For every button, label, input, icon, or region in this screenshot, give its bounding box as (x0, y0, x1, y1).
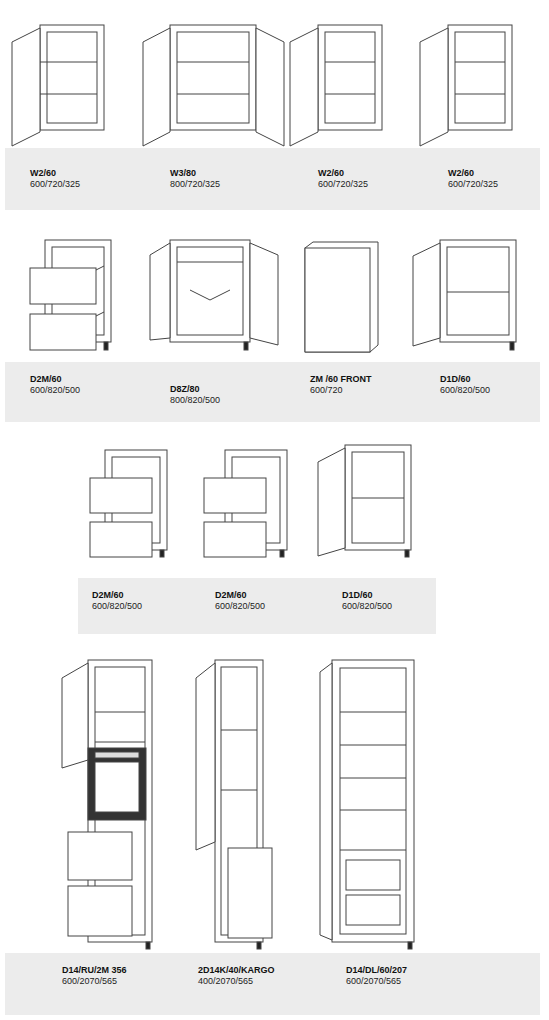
cabinet-code: D1D/60 (440, 374, 471, 385)
sink-cabinet (150, 240, 278, 350)
oven-tall-cabinet (62, 660, 152, 949)
cabinet-dimensions: 600/2070/565 (346, 976, 401, 987)
cabinet-dimensions: 800/720/325 (170, 179, 220, 190)
cabinet-dimensions: 600/720/325 (318, 179, 368, 190)
cabinet-dimensions: 600/820/500 (342, 601, 392, 612)
cabinet-dimensions: 600/820/500 (30, 385, 80, 396)
cabinet-code: D14/DL/60/207 (346, 965, 407, 976)
cabinet-code: D2M/60 (215, 590, 247, 601)
fridge-tall-cabinet (320, 660, 414, 949)
label-band: D2M/60600/820/500D8Z/80800/820/500ZM /60… (5, 362, 540, 422)
front-panel (305, 242, 378, 352)
cabinet-code: 2D14K/40/KARGO (198, 965, 275, 976)
door-cabinet (318, 445, 411, 557)
cabinet-code: D1D/60 (342, 590, 373, 601)
cabinet-dimensions: 600/820/500 (92, 601, 142, 612)
cabinet-dimensions: 600/820/500 (215, 601, 265, 612)
cabinet-code: W2/60 (318, 168, 344, 179)
cabinet-code: W2/60 (448, 168, 474, 179)
cabinet-dimensions: 600/720/325 (448, 179, 498, 190)
cabinet-dimensions: 800/820/500 (170, 395, 220, 406)
cabinet-dimensions: 400/2070/565 (198, 976, 253, 987)
cabinet-code: W3/80 (170, 168, 196, 179)
cabinet-dimensions: 600/820/500 (440, 385, 490, 396)
cabinet-dimensions: 600/720/325 (30, 179, 80, 190)
cabinet-dimensions: 600/720 (310, 385, 343, 396)
drawer-cabinet (204, 450, 287, 557)
label-band: W2/60600/720/325W3/80800/720/325W2/60600… (5, 148, 540, 210)
wall-cabinet (420, 25, 512, 146)
wall-cabinet (143, 25, 284, 146)
cabinet-code: D2M/60 (30, 374, 62, 385)
drawer-cabinet (90, 450, 167, 557)
label-band: D14/RU/2M 356600/2070/5652D14K/40/KARGO4… (5, 953, 540, 1015)
drawer-cabinet (30, 240, 111, 350)
cargo-tall-cabinet (196, 660, 272, 949)
wall-cabinet (12, 25, 104, 146)
cabinet-dimensions: 600/2070/565 (62, 976, 117, 987)
label-band: D2M/60600/820/500D2M/60600/820/500D1D/60… (78, 578, 436, 634)
cabinet-code: D14/RU/2M 356 (62, 965, 127, 976)
cabinet-code: ZM /60 FRONT (310, 374, 372, 385)
wall-cabinet (290, 25, 382, 146)
cabinet-code: D2M/60 (92, 590, 124, 601)
door-cabinet (413, 240, 516, 350)
cabinet-code: D8Z/80 (170, 384, 200, 395)
cabinet-code: W2/60 (30, 168, 56, 179)
